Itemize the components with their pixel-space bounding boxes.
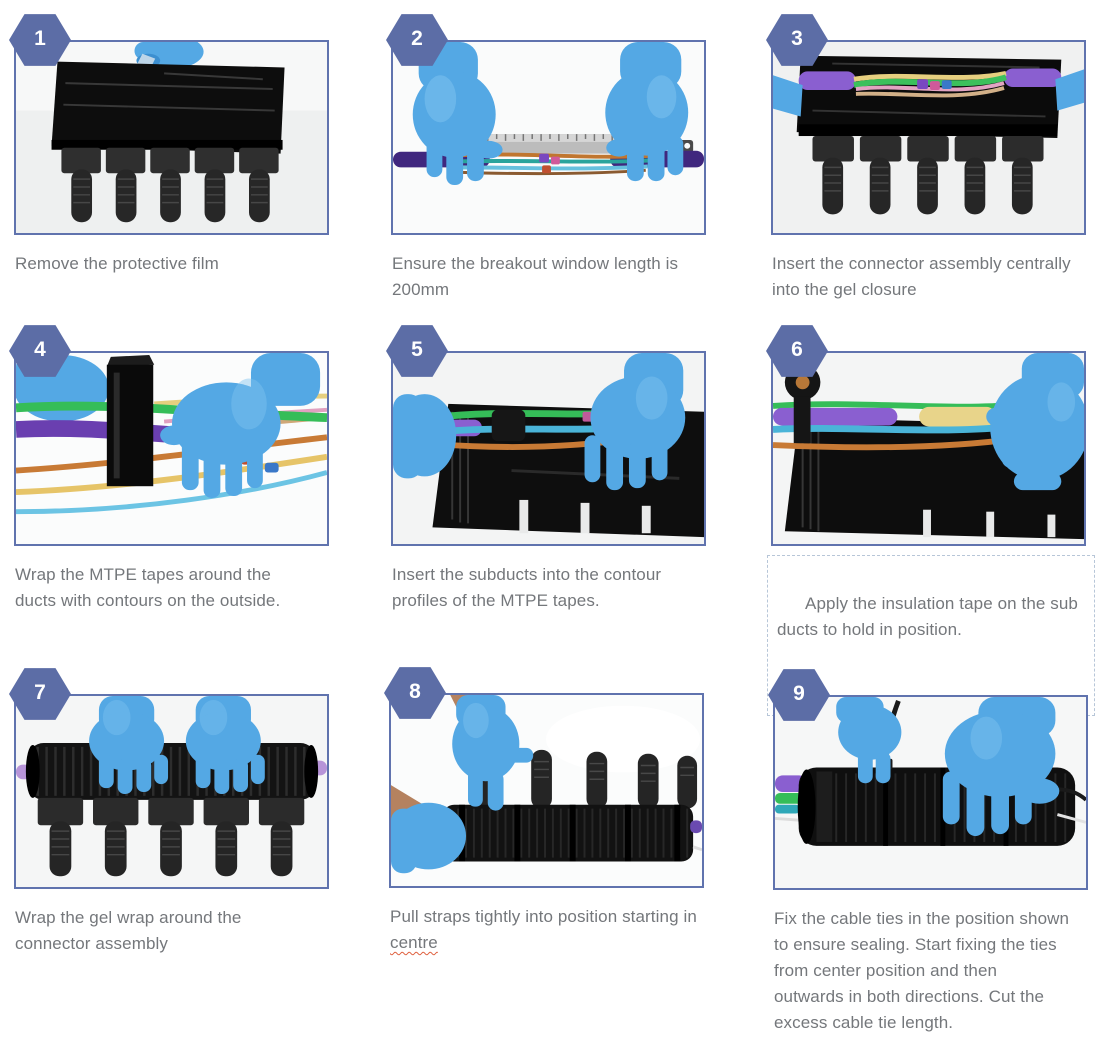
step-5-photo-illustration xyxy=(393,353,704,544)
step-1-caption: Remove the protective film xyxy=(15,254,219,273)
step-card-5: 5 Insert the subducts into the contour p… xyxy=(386,325,706,614)
step-6-photo-illustration xyxy=(773,353,1084,544)
step-7-photo xyxy=(14,694,329,889)
step-5-number-badge: 5 xyxy=(386,325,448,377)
step-number: 6 xyxy=(791,338,803,361)
step-9-photo xyxy=(773,695,1088,890)
step-5-caption: Insert the subducts into the contour pro… xyxy=(392,565,662,610)
step-1-photo-illustration xyxy=(16,42,327,233)
step-3-photo xyxy=(771,40,1086,235)
step-3-photo-illustration xyxy=(773,42,1084,233)
step-9-photo-illustration xyxy=(775,697,1086,888)
step-8-misspelled-word: centre xyxy=(390,933,438,952)
step-2-photo-illustration xyxy=(393,42,704,233)
step-card-1: 1 Remove the protective film xyxy=(9,14,329,277)
step-7-photo-illustration xyxy=(16,696,327,887)
step-number: 8 xyxy=(409,680,421,703)
step-2-photo xyxy=(391,40,706,235)
step-4-caption: Wrap the MTPE tapes around the ducts wit… xyxy=(15,565,281,610)
step-6-photo xyxy=(771,351,1086,546)
step-number: 2 xyxy=(411,27,423,50)
step-8-caption: Pull straps tightly into position starti… xyxy=(390,904,704,956)
step-number: 1 xyxy=(34,27,46,50)
step-card-8: 8 Pull straps tightly xyxy=(384,667,704,956)
step-2-number-badge: 2 xyxy=(386,14,448,66)
step-6-caption: Apply the insulation tape on the sub duc… xyxy=(777,594,1078,639)
step-card-4: 4 Wrap the MTPE tapes around the xyxy=(9,325,329,614)
step-number: 3 xyxy=(791,27,803,50)
step-card-2: 2 Ensure the breakout window length is 2… xyxy=(386,14,706,303)
step-6-caption-textbox[interactable]: Apply the insulation tape on the sub duc… xyxy=(767,555,1095,716)
step-card-6: 6 Apply the insulation tape on the sub d… xyxy=(766,325,1095,716)
step-8-caption-lead: Pull straps tightly into position starti… xyxy=(390,907,697,926)
step-8-photo xyxy=(389,693,704,888)
step-9-caption: Fix the cable ties in the position shown… xyxy=(774,909,1070,1032)
step-number: 9 xyxy=(793,682,805,705)
step-card-9: 9 Fix the cabl xyxy=(768,669,1088,1036)
step-8-photo-illustration xyxy=(391,695,702,886)
step-number: 4 xyxy=(34,338,46,361)
step-5-photo xyxy=(391,351,706,546)
step-7-caption: Wrap the gel wrap around the connector a… xyxy=(15,908,242,953)
step-card-3: 3 xyxy=(766,14,1086,303)
step-2-caption: Ensure the breakout window length is 200… xyxy=(392,254,679,299)
step-number: 5 xyxy=(411,338,423,361)
step-number: 7 xyxy=(34,681,46,704)
step-1-photo xyxy=(14,40,329,235)
step-card-7: 7 Wrap the xyxy=(9,668,329,957)
step-4-photo-illustration xyxy=(16,353,327,544)
step-4-photo xyxy=(14,351,329,546)
step-3-caption: Insert the connector assembly centrally … xyxy=(772,254,1071,299)
